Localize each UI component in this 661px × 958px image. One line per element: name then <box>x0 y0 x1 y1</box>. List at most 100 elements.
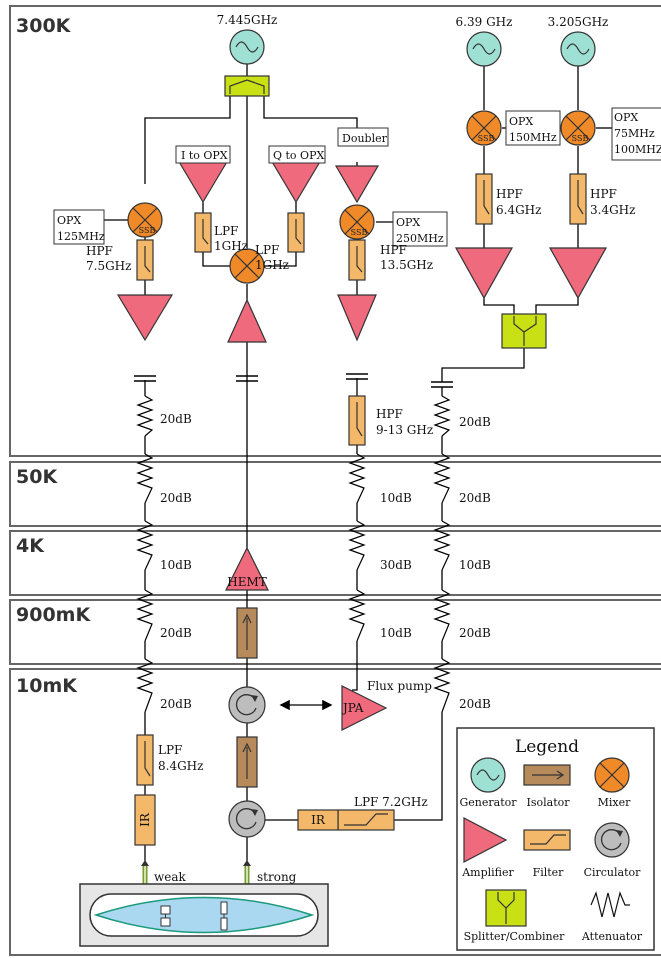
att-doubler-50k-label: 10dB <box>380 491 412 505</box>
filter-lpf-7-2-icon <box>337 809 395 831</box>
ir-left-label: IR <box>138 812 152 827</box>
filter-lpf-8-4-icon <box>136 734 154 786</box>
q-to-opx-box <box>268 145 326 164</box>
filters <box>136 173 587 831</box>
legend-generator-label: Generator <box>459 796 517 809</box>
doubler-label: Doubler <box>342 132 388 145</box>
cavity-mode <box>93 896 315 934</box>
isolators <box>236 607 258 788</box>
ssb-tag: SSB <box>572 134 589 143</box>
att-pump-900mk-label: 20dB <box>459 626 491 640</box>
attenuator-left-10mk <box>136 658 154 713</box>
hemt-amplifier-icon <box>225 546 269 591</box>
qubit-icon <box>220 901 228 931</box>
attenuator-left-300k <box>136 395 154 437</box>
opx-75-box <box>611 107 661 161</box>
legend-filter-label: Filter <box>533 866 565 879</box>
legend-generator-icon <box>470 757 506 793</box>
lpf-8-4-label: LPF <box>158 743 182 757</box>
ir-filters <box>134 794 339 846</box>
mixer-iq-icon <box>229 248 265 284</box>
stage-900mk-box <box>9 599 661 665</box>
lpf-q-value: 1GHz <box>255 258 289 272</box>
ssb-tag: SSB <box>139 226 156 235</box>
i-to-opx-label: I to OPX <box>181 149 228 162</box>
att-left-300k-label: 20dB <box>160 412 192 426</box>
gen3-frequency: 3.205GHz <box>548 15 609 29</box>
attenuators <box>136 395 451 713</box>
filter-hpf-6-4-icon <box>475 173 493 225</box>
isolator-10mk-icon <box>236 736 258 788</box>
gen2-frequency: 6.39 GHz <box>456 15 513 29</box>
hpf-7-5-value: 7.5GHz <box>86 259 131 273</box>
isolator-900mk-icon <box>236 607 258 659</box>
generator-icon <box>560 31 596 67</box>
filter-hpf-13-5-icon <box>348 239 366 281</box>
attenuator-pump-4k <box>433 520 451 571</box>
amplifier-q-icon <box>269 159 323 204</box>
amplifier-left-icon <box>116 294 174 342</box>
generator-icon <box>466 31 502 67</box>
dc-blocks <box>134 373 453 388</box>
legend-isolator-icon <box>523 764 571 786</box>
hpf-13-5-value: 13.5GHz <box>380 258 433 272</box>
opx-75-line3: 100MHZ <box>614 143 661 156</box>
mixers <box>127 110 596 284</box>
attenuator-left-50k <box>136 453 154 504</box>
att-pump-4k-label: 10dB <box>459 558 491 572</box>
opx-250-line1: OPX <box>396 216 420 229</box>
splitter-icon <box>224 75 270 97</box>
stage-label-4k: 4K <box>16 535 45 557</box>
legend-circulator-icon <box>594 822 630 858</box>
strong-port-label: strong <box>257 870 297 884</box>
circulators <box>228 686 266 838</box>
legend-attenuator-icon <box>590 891 630 918</box>
i-to-opx-box <box>175 145 231 164</box>
att-pump-50k-label: 20dB <box>459 491 491 505</box>
mixer-ssb-left-icon <box>127 202 163 238</box>
attenuator-left-4k <box>136 520 154 571</box>
att-pump-300k-label: 20dB <box>459 415 491 429</box>
stage-label-900mk: 900mK <box>16 604 91 626</box>
ir-filter-right-icon <box>297 809 339 831</box>
opx-75-line2: 75MHz <box>614 127 655 140</box>
flux-pump-label: Flux pump <box>367 679 432 693</box>
att-doubler-900mk-label: 10dB <box>380 626 412 640</box>
q-to-opx-label: Q to OPX <box>273 149 324 162</box>
attenuator-doubler-50k <box>348 453 366 504</box>
hemt-label: HEMT <box>227 575 267 589</box>
opx-250-box <box>392 211 448 247</box>
attenuator-pump-10mk <box>433 658 451 713</box>
attenuator-doubler-900mk <box>348 589 366 642</box>
stage-label-10mk: 10mK <box>16 675 78 697</box>
stage-label-50k: 50K <box>16 466 58 488</box>
opx-125-box <box>53 209 105 245</box>
filter-lpf-q-icon <box>287 212 305 253</box>
mixer-ssb-3g-icon <box>560 110 596 146</box>
legend-splitter-icon <box>485 889 527 927</box>
attenuator-pump-300k <box>433 395 451 437</box>
amplifier-3g-icon <box>548 247 608 300</box>
opx-150-line2: 150MHz <box>509 131 557 144</box>
legend-mixer-label: Mixer <box>598 796 631 809</box>
amplifier-doubler-icon <box>334 165 380 204</box>
amplifier-readout-icon <box>227 298 267 343</box>
att-pump-10mk-label: 20dB <box>459 697 491 711</box>
hpf-6-4-value: 6.4GHz <box>496 203 541 217</box>
lpf-q-label: LPF <box>255 243 279 257</box>
amplifier-6g-icon <box>454 247 514 300</box>
attenuator-doubler-4k <box>348 520 366 571</box>
hpf-3-4-label: HPF <box>590 187 617 201</box>
ir-right-label: IR <box>311 813 326 827</box>
stage-label-300k: 300K <box>16 15 72 37</box>
jpa-label: JPA <box>341 701 364 715</box>
generator-icon <box>229 29 265 65</box>
legend: Legend Generator Isolator Mixer <box>456 727 655 951</box>
filter-hpf-3-4-icon <box>569 173 587 225</box>
attenuator-left-900mk <box>136 589 154 642</box>
opx-75-line1: OPX <box>614 111 638 124</box>
mixer-ssb-doubler-icon <box>339 204 375 240</box>
opx-250-line2: 250MHz <box>396 232 444 245</box>
